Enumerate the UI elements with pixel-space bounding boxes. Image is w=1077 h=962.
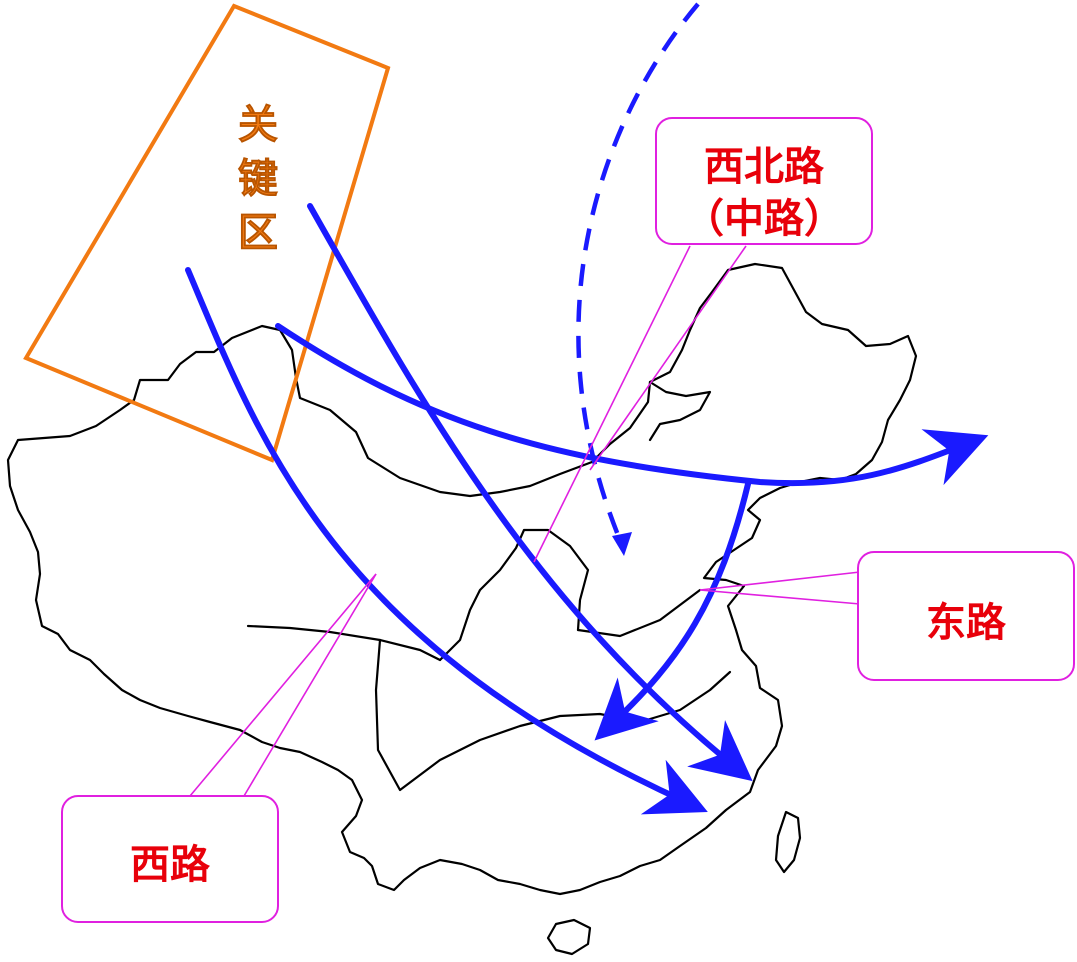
- leader-line: [589, 245, 747, 471]
- east-route-arrow: [594, 481, 751, 741]
- hainan-island: [546, 918, 592, 956]
- callout-east-route: 东路: [699, 551, 1075, 681]
- callout-northwest-route: 西北路 （中路）: [533, 117, 873, 563]
- dashed-route-arrowhead: [612, 532, 632, 556]
- leader-line: [243, 573, 377, 797]
- province-border: [576, 588, 702, 638]
- leader-line: [189, 573, 377, 797]
- west-route-arrow: [185, 267, 708, 815]
- province-border: [374, 638, 642, 792]
- country-border: [6, 262, 918, 896]
- dashed-route-arrow: [576, 2, 700, 541]
- leader-line: [533, 245, 691, 563]
- callout-box: [61, 795, 279, 923]
- east-route-label: 东路: [926, 599, 1007, 646]
- key-zone-char: 关: [238, 101, 278, 148]
- routes: [185, 2, 989, 815]
- northwest-route-label: 西北路: [704, 143, 825, 190]
- callout-box: [857, 551, 1075, 681]
- callout-west-route: 西路: [61, 573, 377, 923]
- west-route-label: 西路: [130, 841, 211, 888]
- center-route-arrow: [307, 203, 753, 782]
- leader-line: [699, 589, 861, 605]
- callout-box: [655, 117, 873, 245]
- key-zone-box: [23, 3, 391, 463]
- northwest-route-arrow: [275, 323, 989, 487]
- key-zone-char: 区: [238, 209, 278, 256]
- taiwan-island: [774, 810, 802, 874]
- leader-line: [699, 571, 861, 591]
- key-zone-char: 键: [238, 155, 278, 202]
- province-border: [638, 670, 732, 724]
- coastal-detail: [648, 380, 712, 442]
- middle-route-label: （中路）: [684, 195, 844, 242]
- province-border: [246, 624, 442, 662]
- key-zone: 关 键 区: [23, 3, 391, 463]
